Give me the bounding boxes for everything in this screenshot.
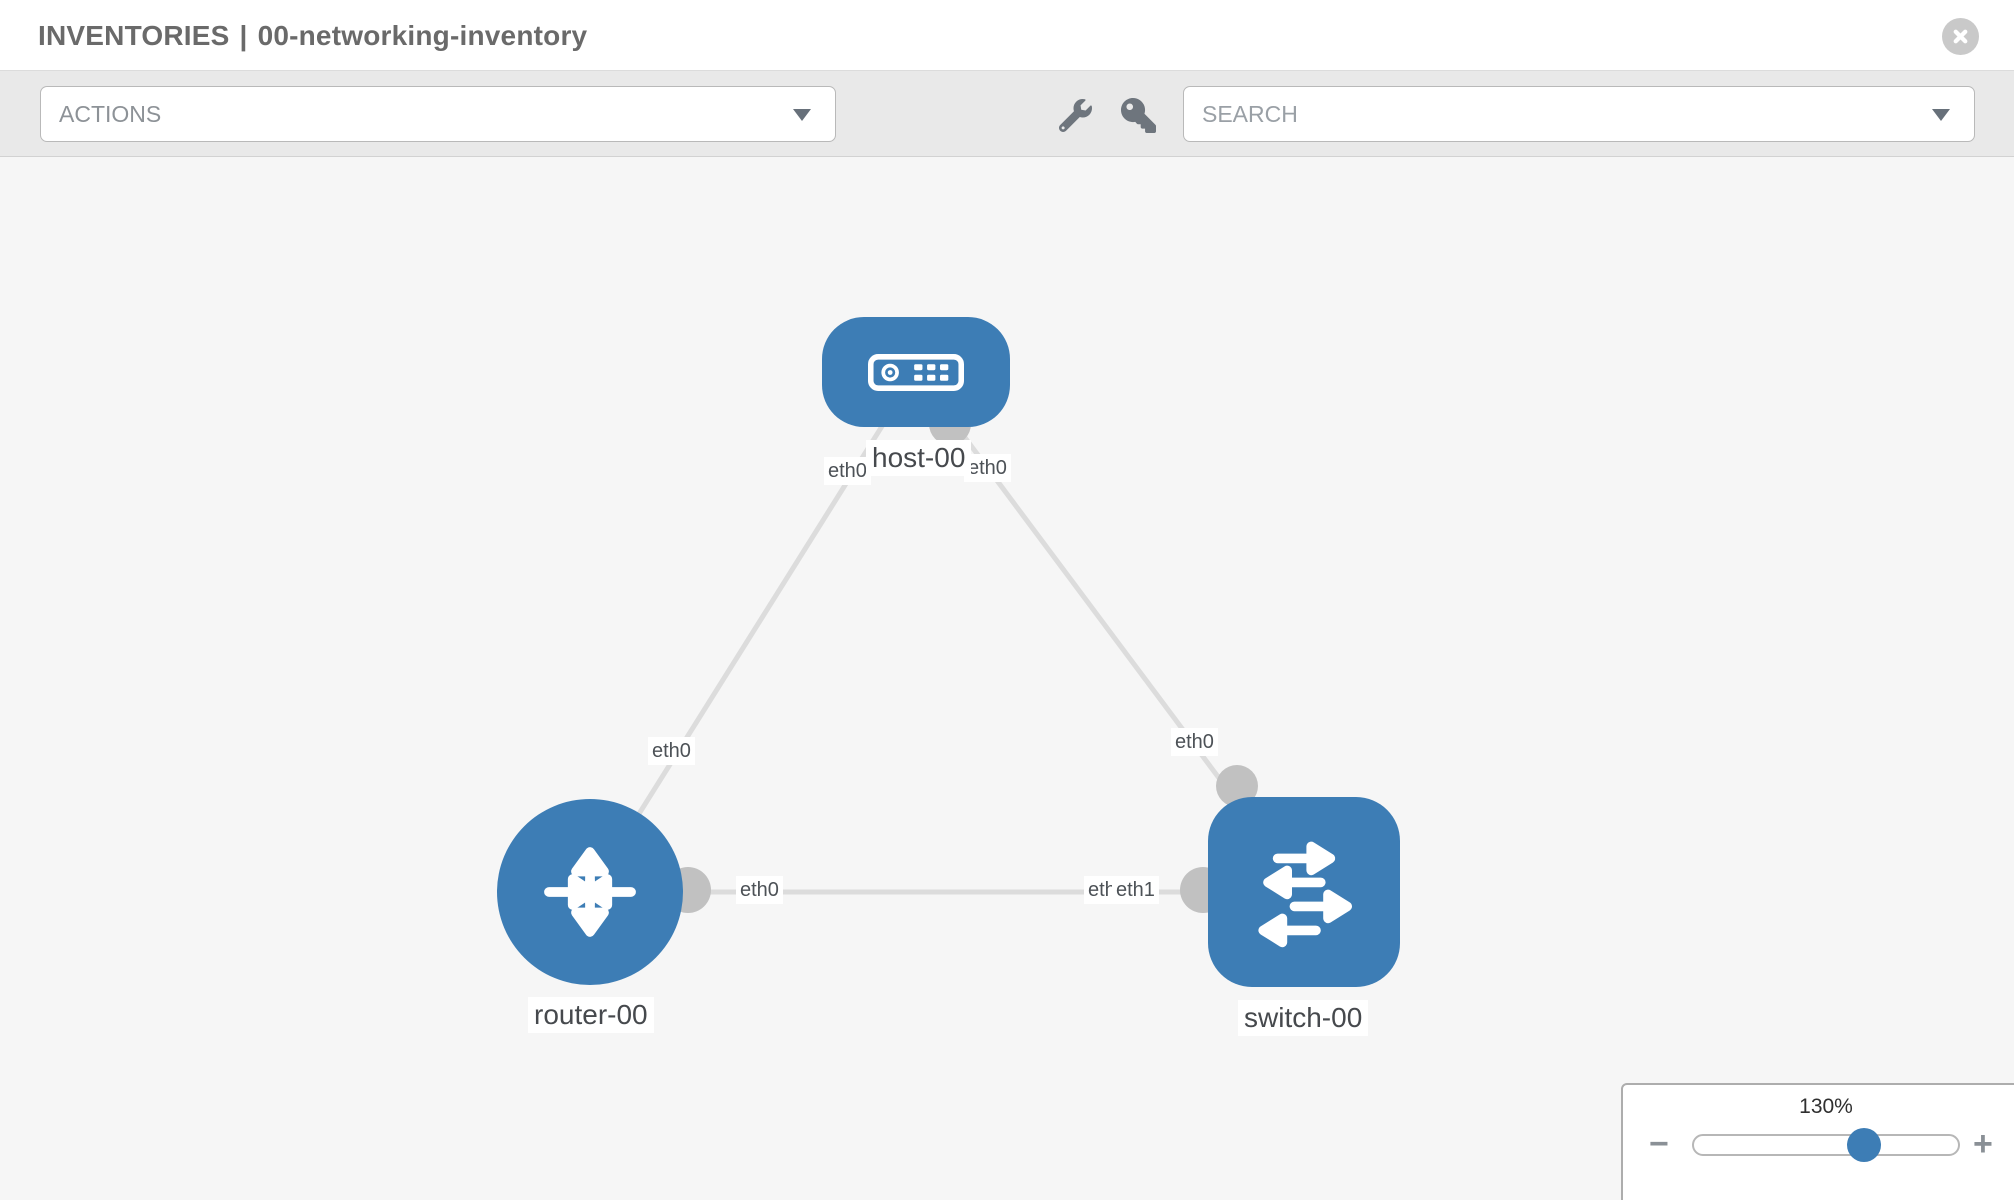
toolbar: ACTIONS bbox=[0, 70, 2014, 157]
zoom-level-readout: 130% bbox=[1799, 1095, 1853, 1118]
key-icon[interactable] bbox=[1120, 97, 1156, 133]
breadcrumb-section: INVENTORIES bbox=[38, 20, 230, 51]
actions-dropdown-label: ACTIONS bbox=[59, 101, 162, 127]
header: INVENTORIES | 00-networking-inventory bbox=[0, 0, 2014, 70]
router-icon bbox=[544, 847, 636, 937]
breadcrumb-item: 00-networking-inventory bbox=[257, 20, 588, 51]
interface-label-switch-eth1: eth1 bbox=[1112, 876, 1159, 904]
close-icon bbox=[1953, 29, 1968, 44]
links-layer bbox=[587, 370, 1307, 913]
actions-dropdown[interactable]: ACTIONS bbox=[40, 86, 836, 142]
search-input[interactable] bbox=[1184, 87, 1974, 141]
node-switch-00[interactable] bbox=[1208, 797, 1400, 987]
topology-canvas[interactable]: host-00 router-00 switch-00 eth0 eth0 et… bbox=[0, 157, 2014, 1200]
node-label-switch-00[interactable]: switch-00 bbox=[1238, 1000, 1369, 1036]
zoom-slider-track[interactable] bbox=[1692, 1134, 1960, 1156]
zoom-slider-thumb[interactable] bbox=[1847, 1128, 1881, 1162]
node-router-00[interactable] bbox=[497, 799, 683, 985]
zoom-out-button[interactable]: − bbox=[1649, 1125, 1669, 1163]
chevron-down-icon bbox=[1932, 109, 1950, 121]
host-icon bbox=[868, 353, 964, 391]
page-title: INVENTORIES | 00-networking-inventory bbox=[38, 0, 587, 70]
interface-label-router-eth0-uplink: eth0 bbox=[648, 737, 695, 765]
interface-label-switch-eth0: eth0 bbox=[1171, 728, 1218, 756]
zoom-panel: 130% − + bbox=[1621, 1083, 2014, 1200]
breadcrumb-separator: | bbox=[239, 20, 248, 51]
interface-label-host-eth0-left: eth0 bbox=[824, 457, 871, 485]
node-label-router-00[interactable]: router-00 bbox=[528, 997, 654, 1033]
switch-icon bbox=[1258, 841, 1352, 948]
close-button[interactable] bbox=[1942, 18, 1979, 55]
interface-connector-switch-eth0 bbox=[1216, 765, 1258, 807]
node-host-00[interactable] bbox=[822, 317, 1010, 427]
wrench-icon[interactable] bbox=[1057, 97, 1093, 133]
zoom-in-button[interactable]: + bbox=[1973, 1125, 1993, 1163]
chevron-down-icon bbox=[793, 109, 811, 121]
search-box bbox=[1183, 86, 1975, 142]
node-label-host-00[interactable]: host-00 bbox=[866, 440, 972, 476]
interface-label-host-eth0-right: eth0 bbox=[964, 454, 1011, 482]
interface-label-router-eth0: eth0 bbox=[736, 876, 783, 904]
